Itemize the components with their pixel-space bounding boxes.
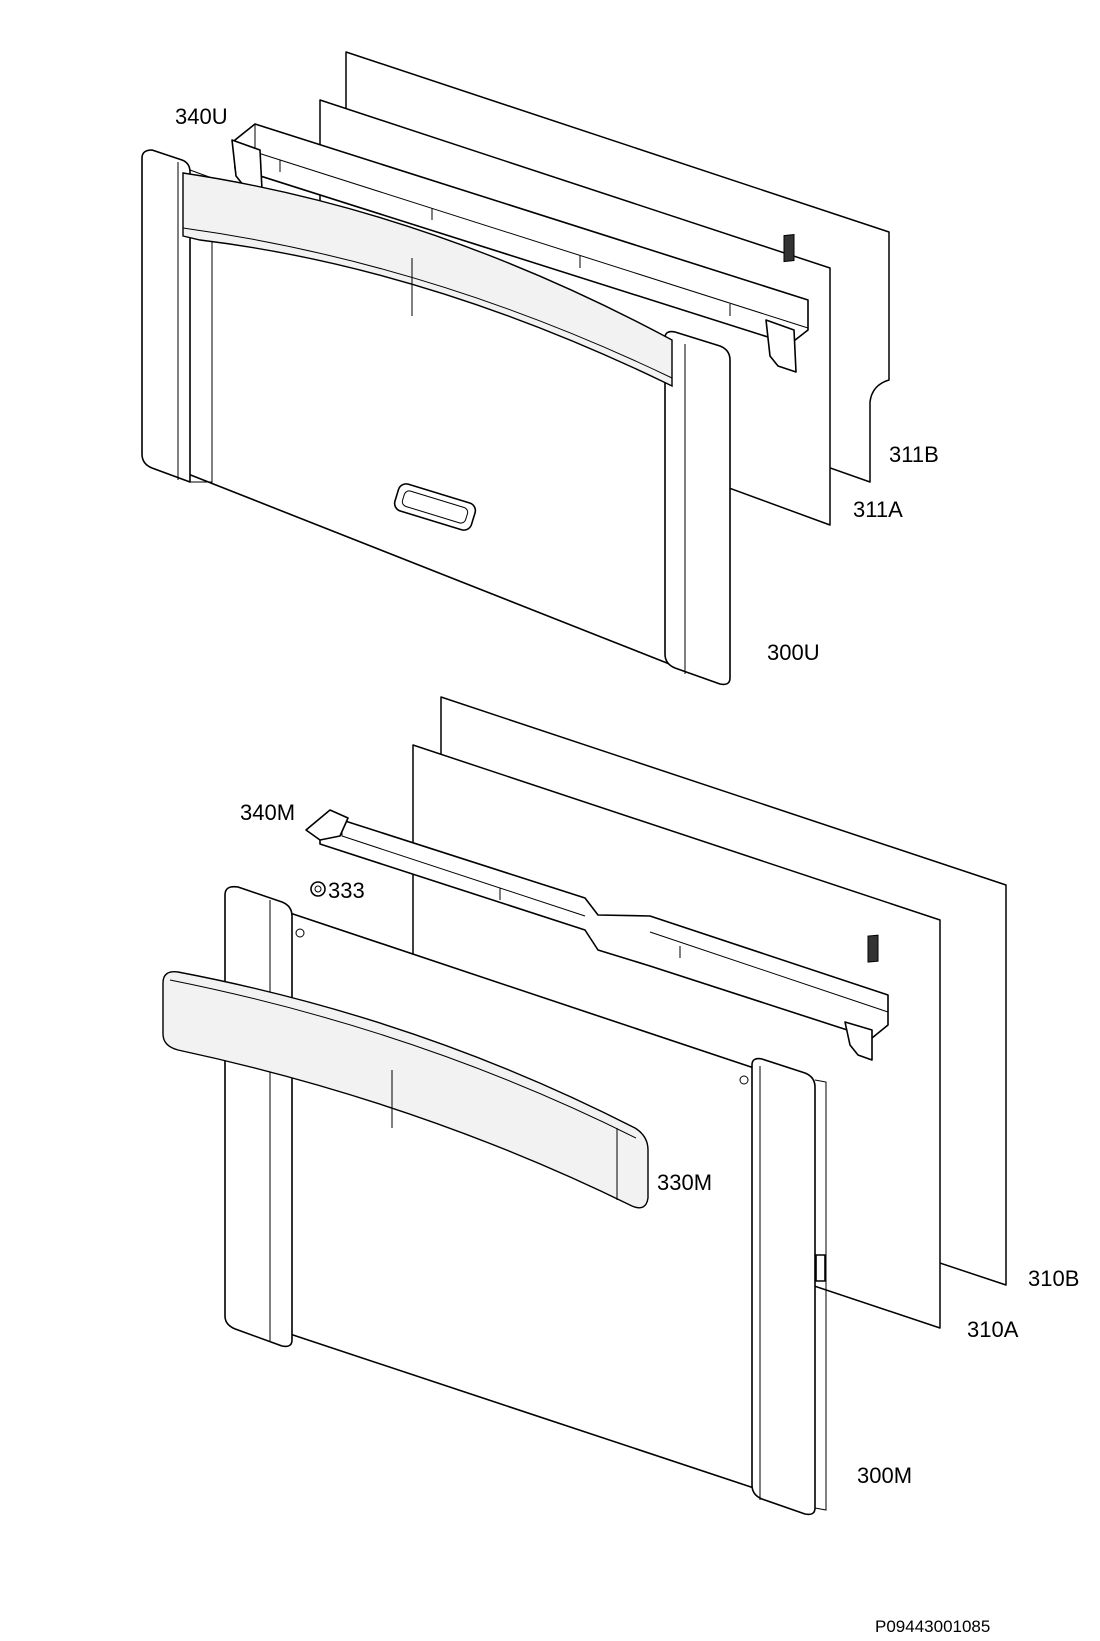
drawing-reference: P09443001085: [875, 1617, 990, 1636]
label-310a: 310A: [967, 1317, 1019, 1342]
label-311b: 311B: [889, 442, 939, 467]
label-311a: 311A: [853, 497, 903, 522]
upper-door-assembly: 340U 311B 311A 300U: [141, 51, 939, 686]
handle-330m: [162, 971, 649, 1209]
screw-333: [310, 881, 326, 897]
label-340u: 340U: [175, 104, 228, 129]
trim-strip-340u: [231, 123, 809, 373]
label-340m: 340M: [240, 800, 295, 825]
label-300m: 300M: [857, 1463, 912, 1488]
trim-strip-340m: [305, 809, 889, 1061]
lower-door-assembly: 340M 333 330M 310B 310A 300M: [162, 696, 1079, 1516]
door-panel-300m: [162, 885, 827, 1516]
label-330m: 330M: [657, 1170, 712, 1195]
label-300u: 300U: [767, 640, 820, 665]
label-333: 333: [328, 878, 365, 903]
label-310b: 310B: [1028, 1266, 1079, 1291]
door-panel-300u: [141, 149, 731, 686]
